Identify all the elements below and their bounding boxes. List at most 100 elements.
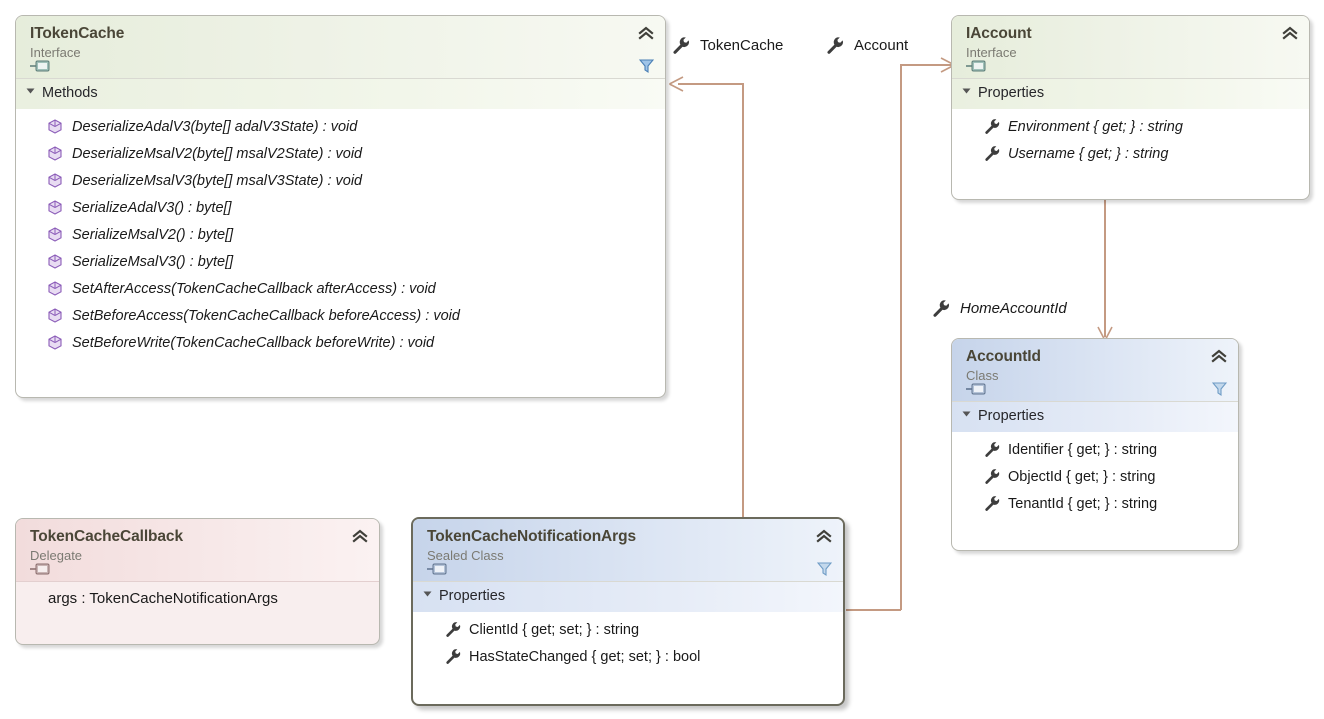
- expander-triangle-icon: [26, 88, 35, 94]
- property-wrench-icon: [932, 299, 951, 318]
- member-text: ClientId { get; set; } : string: [469, 621, 640, 638]
- member-row[interactable]: SetAfterAccess(TokenCacheCallback afterA…: [16, 275, 665, 302]
- delegate-parameter-row[interactable]: args : TokenCacheNotificationArgs: [16, 581, 379, 624]
- member-row[interactable]: SerializeMsalV2() : byte[]: [16, 221, 665, 248]
- interface-lollipop-icon: [965, 383, 987, 396]
- arrow-head-to-itokencache: [669, 76, 684, 92]
- filter-funnel-icon[interactable]: [1211, 381, 1228, 397]
- member-list-itokencache-methods: DeserializeAdalV3(byte[] adalV3State) : …: [16, 109, 665, 364]
- box-stereotype: Sealed Class: [427, 548, 504, 563]
- property-wrench-icon: [445, 621, 469, 638]
- property-wrench-icon: [826, 36, 845, 55]
- method-icon: [48, 254, 72, 269]
- box-stereotype: Interface: [966, 45, 1017, 60]
- box-header-accountid: AccountId Class: [952, 339, 1238, 401]
- expander-triangle-icon: [962, 411, 971, 417]
- member-text: SerializeMsalV3() : byte[]: [72, 253, 234, 270]
- class-box-iaccount[interactable]: IAccount Interface Properties: [951, 15, 1310, 200]
- box-stereotype: Interface: [30, 45, 81, 60]
- filter-funnel-icon[interactable]: [638, 58, 655, 74]
- member-text: SetBeforeAccess(TokenCacheCallback befor…: [72, 307, 460, 324]
- member-row[interactable]: SerializeAdalV3() : byte[]: [16, 194, 665, 221]
- expander-triangle-icon: [423, 591, 432, 597]
- association-label-tokencache: TokenCache: [672, 36, 783, 55]
- member-row[interactable]: ClientId { get; set; } : string: [413, 616, 843, 643]
- interface-lollipop-icon: [29, 563, 51, 576]
- method-icon: [48, 308, 72, 323]
- member-row[interactable]: DeserializeMsalV3(byte[] msalV3State) : …: [16, 167, 665, 194]
- member-row[interactable]: Identifier { get; } : string: [952, 436, 1238, 463]
- association-label-homeaccountid: HomeAccountId: [932, 299, 1067, 318]
- member-text: SerializeAdalV3() : byte[]: [72, 199, 232, 216]
- interface-lollipop-icon: [29, 60, 51, 73]
- member-text: DeserializeMsalV3(byte[] msalV3State) : …: [72, 172, 363, 189]
- connector-tokencache-vertical: [742, 83, 744, 524]
- association-label-text: HomeAccountId: [960, 300, 1067, 317]
- collapse-chevron-up-icon[interactable]: [815, 528, 833, 544]
- member-text: ObjectId { get; } : string: [1008, 468, 1156, 485]
- interface-lollipop-icon: [965, 60, 987, 73]
- member-text: TenantId { get; } : string: [1008, 495, 1158, 512]
- member-list-tokencachenotificationargs-properties: ClientId { get; set; } : string HasState…: [413, 612, 843, 678]
- section-header-methods[interactable]: Methods: [16, 78, 665, 109]
- method-icon: [48, 335, 72, 350]
- method-icon: [48, 281, 72, 296]
- member-row[interactable]: SerializeMsalV3() : byte[]: [16, 248, 665, 275]
- class-box-accountid[interactable]: AccountId Class: [951, 338, 1239, 551]
- member-text: DeserializeMsalV2(byte[] msalV2State) : …: [72, 145, 363, 162]
- member-text: SetAfterAccess(TokenCacheCallback afterA…: [72, 280, 436, 297]
- member-text: SerializeMsalV2() : byte[]: [72, 226, 234, 243]
- member-text: Username { get; } : string: [1008, 145, 1169, 162]
- collapse-chevron-up-icon[interactable]: [637, 25, 655, 41]
- member-row[interactable]: Environment { get; } : string: [952, 113, 1309, 140]
- class-box-itokencache[interactable]: ITokenCache Interface: [15, 15, 666, 398]
- connector-account-horizontal-upper: [900, 64, 952, 66]
- property-wrench-icon: [445, 648, 469, 665]
- member-list-accountid-properties: Identifier { get; } : string ObjectId { …: [952, 432, 1238, 525]
- delegate-parameter-text: args : TokenCacheNotificationArgs: [48, 590, 278, 607]
- property-wrench-icon: [984, 495, 1008, 512]
- member-row[interactable]: DeserializeAdalV3(byte[] adalV3State) : …: [16, 113, 665, 140]
- association-label-text: TokenCache: [700, 37, 784, 54]
- section-header-properties[interactable]: Properties: [952, 78, 1309, 109]
- section-label: Properties: [978, 408, 1045, 424]
- connector-account-vertical: [900, 64, 902, 610]
- interface-lollipop-icon: [426, 563, 448, 576]
- box-title: TokenCacheNotificationArgs: [427, 528, 636, 545]
- property-wrench-icon: [672, 36, 691, 55]
- method-icon: [48, 119, 72, 134]
- filter-funnel-icon[interactable]: [816, 561, 833, 577]
- method-icon: [48, 200, 72, 215]
- method-icon: [48, 146, 72, 161]
- box-header-itokencache: ITokenCache Interface: [16, 16, 665, 78]
- member-text: Environment { get; } : string: [1008, 118, 1183, 135]
- box-stereotype: Class: [966, 368, 999, 383]
- member-row[interactable]: SetBeforeWrite(TokenCacheCallback before…: [16, 329, 665, 356]
- collapse-chevron-up-icon[interactable]: [351, 528, 369, 544]
- collapse-chevron-up-icon[interactable]: [1281, 25, 1299, 41]
- method-icon: [48, 227, 72, 242]
- class-box-tokencachecallback[interactable]: TokenCacheCallback Delegate args : Token…: [15, 518, 380, 645]
- box-title: ITokenCache: [30, 25, 125, 42]
- property-wrench-icon: [984, 441, 1008, 458]
- member-text: Identifier { get; } : string: [1008, 441, 1158, 458]
- association-label-text: Account: [854, 37, 909, 54]
- property-wrench-icon: [984, 468, 1008, 485]
- member-row[interactable]: Username { get; } : string: [952, 140, 1309, 167]
- box-header-tokencachecallback: TokenCacheCallback Delegate: [16, 519, 379, 581]
- property-wrench-icon: [984, 145, 1008, 162]
- method-icon: [48, 173, 72, 188]
- member-row[interactable]: TenantId { get; } : string: [952, 490, 1238, 517]
- property-wrench-icon: [984, 118, 1008, 135]
- member-text: DeserializeAdalV3(byte[] adalV3State) : …: [72, 118, 358, 135]
- section-label: Methods: [42, 85, 98, 101]
- class-box-tokencachenotificationargs[interactable]: TokenCacheNotificationArgs Sealed Class: [411, 517, 845, 706]
- member-row[interactable]: SetBeforeAccess(TokenCacheCallback befor…: [16, 302, 665, 329]
- section-header-properties[interactable]: Properties: [413, 581, 843, 612]
- member-row[interactable]: HasStateChanged { get; set; } : bool: [413, 643, 843, 670]
- member-row[interactable]: ObjectId { get; } : string: [952, 463, 1238, 490]
- member-row[interactable]: DeserializeMsalV2(byte[] msalV2State) : …: [16, 140, 665, 167]
- section-header-properties[interactable]: Properties: [952, 401, 1238, 432]
- collapse-chevron-up-icon[interactable]: [1210, 348, 1228, 364]
